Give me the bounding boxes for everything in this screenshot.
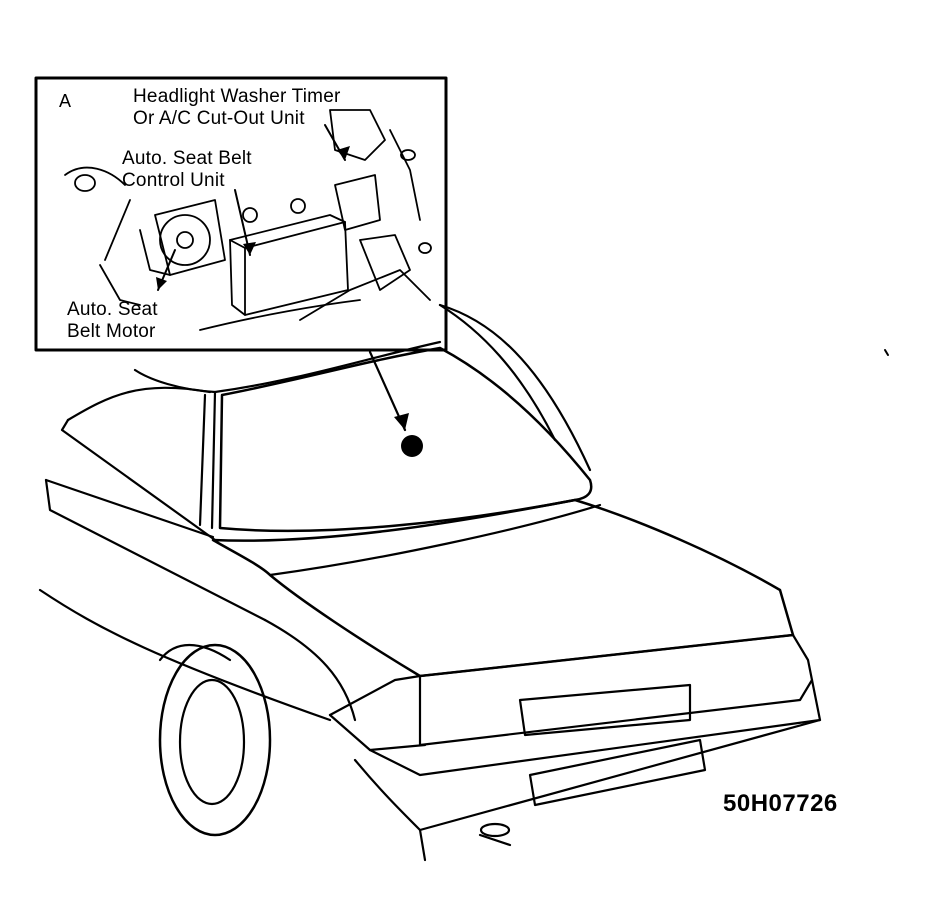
seat-belt-control-label: Auto. Seat Belt Control Unit (122, 148, 252, 192)
trunk-lid (211, 498, 795, 678)
bumper (353, 718, 822, 862)
rear-wheel (158, 643, 272, 837)
figure-code: 50H07726 (723, 790, 838, 817)
roof-outline (66, 303, 592, 472)
inset-frame (34, 76, 448, 352)
seat-belt-motor-label: Auto. Seat Belt Motor (67, 299, 158, 343)
side-body (38, 418, 357, 722)
location-dot (401, 435, 423, 457)
washer-timer-label-line1: Headlight Washer Timer (133, 86, 341, 107)
seat-belt-motor-label-line1: Auto. Seat (67, 299, 158, 320)
seat-belt-control-label-line1: Auto. Seat Belt (122, 148, 252, 169)
seat-belt-motor-label-line2: Belt Motor (67, 321, 156, 342)
washer-timer-label-line2: Or A/C Cut-Out Unit (133, 108, 305, 129)
exhaust (478, 822, 512, 847)
inset-letter: A (59, 91, 72, 111)
seat-belt-control-label-line2: Control Unit (122, 170, 225, 191)
rear-window (198, 346, 593, 533)
inset-sketch (64, 109, 432, 331)
rear-panel (328, 633, 822, 777)
washer-timer-label: Headlight Washer Timer Or A/C Cut-Out Un… (133, 86, 341, 130)
